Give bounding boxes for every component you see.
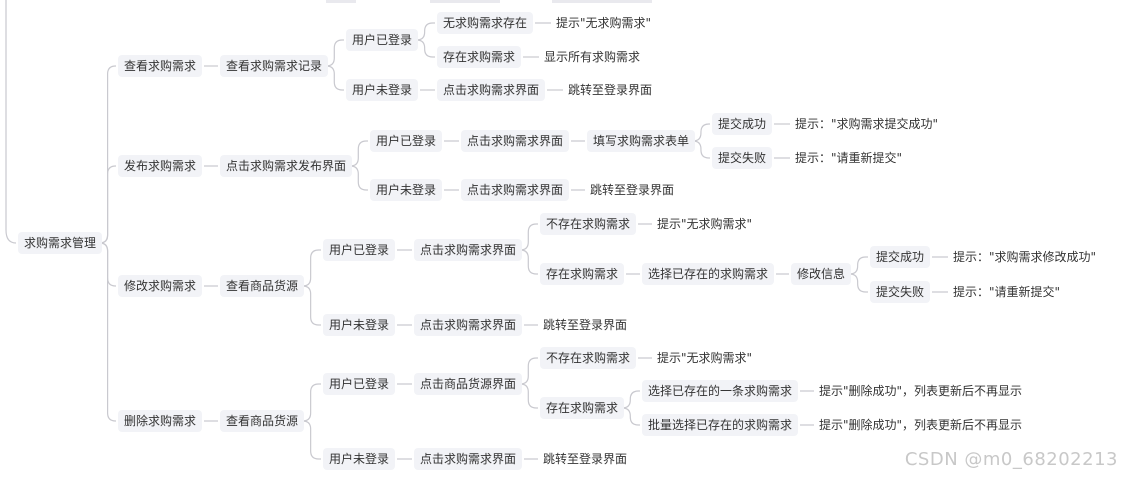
- mindmap-node-b1a3x[interactable]: 提示："求购需求提交成功": [795, 117, 939, 131]
- mindmap-node-d1b[interactable]: 用户未登录: [323, 448, 396, 470]
- mindmap-node-a1b1[interactable]: 点击求购需求界面: [437, 79, 546, 101]
- mindmap-node-c1a2[interactable]: 不存在求购需求: [540, 213, 637, 235]
- mindmap-node-a1a1x[interactable]: 提示"无求购需求": [556, 16, 652, 30]
- watermark: CSDN @m0_68202213: [904, 449, 1118, 470]
- mindmap-node-c1a7x[interactable]: 提示："请重新提交": [953, 285, 1061, 299]
- mindmap-node-b1a2[interactable]: 填写求购需求表单: [587, 130, 696, 152]
- mindmap-node-a[interactable]: 查看求购需求: [118, 55, 203, 77]
- mindmap-node-d1b1[interactable]: 点击求购需求界面: [414, 448, 523, 470]
- mindmap-node-c1a3[interactable]: 存在求购需求: [540, 263, 625, 285]
- mindmap-node-d[interactable]: 删除求购需求: [118, 410, 203, 432]
- mindmap-node-a1a1[interactable]: 无求购需求存在: [437, 12, 534, 34]
- mindmap-node-a1a2[interactable]: 存在求购需求: [437, 46, 522, 68]
- root-stem-line: [5, 0, 17, 244]
- mindmap-node-c1b[interactable]: 用户未登录: [323, 314, 396, 336]
- top-edge-fragment: [552, 0, 652, 3]
- connector-d1a4: [622, 390, 640, 409]
- connector-d1a2: [520, 357, 538, 385]
- mindmap-node-d1a[interactable]: 用户已登录: [323, 373, 396, 395]
- connector-a1a1: [416, 22, 435, 41]
- mindmap-node-d1a2x[interactable]: 提示"无求购需求": [657, 351, 753, 365]
- mindmap-node-a1b[interactable]: 用户未登录: [346, 79, 419, 101]
- mindmap-node-c1a1[interactable]: 点击求购需求界面: [414, 239, 523, 261]
- connector-d: [99, 242, 116, 422]
- mindmap-node-d1a5[interactable]: 批量选择已存在的求购需求: [642, 414, 799, 436]
- mindmap-node-b[interactable]: 发布求购需求: [118, 155, 203, 177]
- mindmap-node-d1a2[interactable]: 不存在求购需求: [540, 347, 637, 369]
- connector-c1a: [302, 249, 321, 287]
- top-edge-fragment: [326, 0, 356, 3]
- mindmap-node-d1a3[interactable]: 存在求购需求: [540, 397, 625, 419]
- mindmap-node-d1a4x[interactable]: 提示"删除成功"，列表更新后不再显示: [819, 384, 1023, 398]
- mindmap-node-d1a4[interactable]: 选择已存在的一条求购需求: [642, 380, 799, 402]
- mindmap-node-c1a5[interactable]: 修改信息: [791, 263, 852, 285]
- mindmap-node-b1a3[interactable]: 提交成功: [712, 113, 773, 135]
- mindmap-node-c[interactable]: 修改求购需求: [118, 275, 203, 297]
- connector-b1a3: [692, 123, 710, 142]
- mindmap-node-b1b2[interactable]: 跳转至登录界面: [590, 183, 675, 197]
- mindmap-node-b1a4x[interactable]: 提示："请重新提交": [795, 151, 903, 165]
- connector-a1b: [326, 65, 344, 91]
- connector-c1a2: [520, 223, 538, 251]
- connector-c1a3: [520, 249, 538, 275]
- mindmap-node-b1b[interactable]: 用户未登录: [370, 179, 443, 201]
- mindmap-node-c1a6x[interactable]: 提示："求购需求修改成功": [953, 250, 1097, 264]
- mindmap-node-b1a4[interactable]: 提交失败: [712, 147, 773, 169]
- mindmap-node-a1[interactable]: 查看求购需求记录: [220, 55, 329, 77]
- connector-b1a: [350, 140, 368, 167]
- mindmap-node-a1a2x[interactable]: 显示所有求购需求: [544, 50, 641, 64]
- connector-c1b: [302, 285, 321, 326]
- mindmap-node-b1a[interactable]: 用户已登录: [370, 130, 443, 152]
- mindmap-node-c1a7[interactable]: 提交失败: [870, 281, 931, 303]
- mindmap-node-d1a5x[interactable]: 提示"删除成功"，列表更新后不再显示: [819, 418, 1023, 432]
- connector-b1b: [350, 165, 368, 191]
- mindmap-node-c1a[interactable]: 用户已登录: [323, 239, 396, 261]
- mindmap-node-b1[interactable]: 点击求购需求发布界面: [220, 155, 353, 177]
- connector-c1a6: [849, 256, 868, 275]
- mindmap-node-a1b2[interactable]: 跳转至登录界面: [568, 83, 653, 97]
- connector-a1a2: [416, 39, 435, 58]
- mindmap-node-c1a4[interactable]: 选择已存在的求购需求: [642, 263, 775, 285]
- connector-d1b: [302, 420, 321, 460]
- mindmap-node-c1b1[interactable]: 点击求购需求界面: [414, 314, 523, 336]
- mindmap-node-d1[interactable]: 查看商品货源: [220, 410, 305, 432]
- root-node[interactable]: 求购需求管理: [18, 232, 103, 254]
- connector-b: [99, 165, 116, 244]
- mindmap-node-d1b2[interactable]: 跳转至登录界面: [543, 452, 628, 466]
- mindmap-node-c1a6[interactable]: 提交成功: [870, 246, 931, 268]
- connector-c1a7: [849, 273, 868, 293]
- mindmap-node-a1a[interactable]: 用户已登录: [346, 29, 419, 51]
- mindmap-node-d1a1[interactable]: 点击商品货源界面: [414, 373, 523, 395]
- connector-d1a5: [622, 407, 640, 426]
- connector-b1a4: [692, 140, 710, 159]
- mindmap-node-b1b1[interactable]: 点击求购需求界面: [461, 179, 570, 201]
- connector-d1a: [302, 383, 321, 422]
- connector-a1a: [326, 39, 344, 67]
- mindmap-node-c1b2[interactable]: 跳转至登录界面: [543, 318, 628, 332]
- top-edge-fragment: [430, 0, 500, 3]
- mindmap-node-c1[interactable]: 查看商品货源: [220, 275, 305, 297]
- connector-d1a3: [520, 383, 538, 409]
- mindmap-node-c1a2x[interactable]: 提示"无求购需求": [657, 217, 753, 231]
- mindmap-node-b1a1[interactable]: 点击求购需求界面: [461, 130, 570, 152]
